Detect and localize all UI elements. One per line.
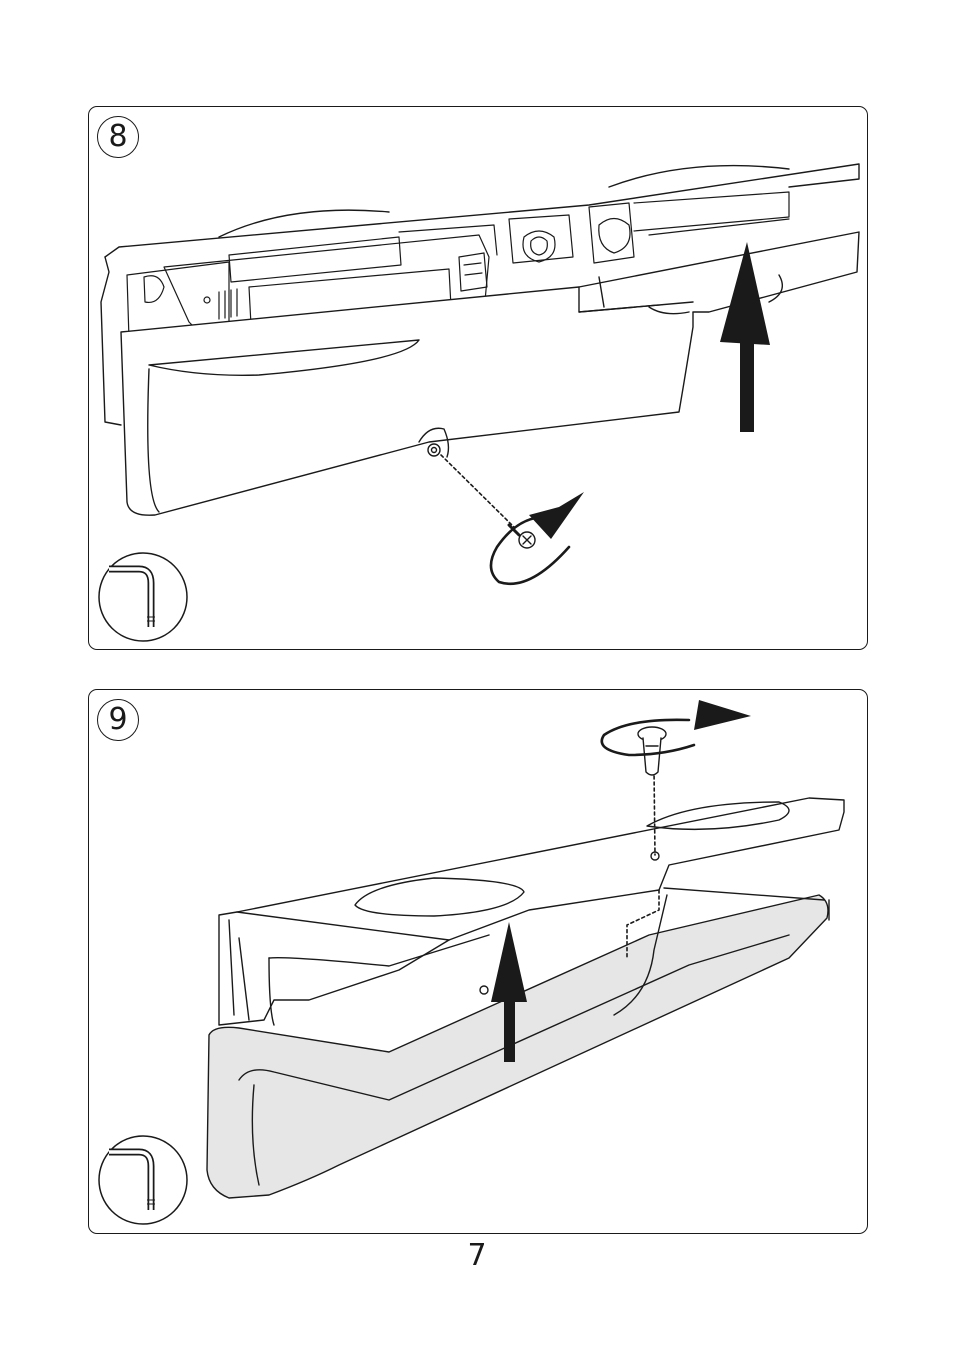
step-8-illustration [89, 107, 869, 651]
step-9-panel: 9 [88, 689, 868, 1234]
screw-icon [638, 727, 666, 775]
page-number: 7 [0, 1238, 954, 1273]
hex-key-icon [99, 553, 187, 641]
step-8-panel: 8 [88, 106, 868, 650]
hex-key-icon [99, 1136, 187, 1224]
step-9-illustration [89, 690, 869, 1235]
screw-path-dashed [441, 455, 514, 527]
rotate-arrowhead-icon [529, 492, 584, 539]
rotate-arrowhead-icon [694, 700, 751, 730]
